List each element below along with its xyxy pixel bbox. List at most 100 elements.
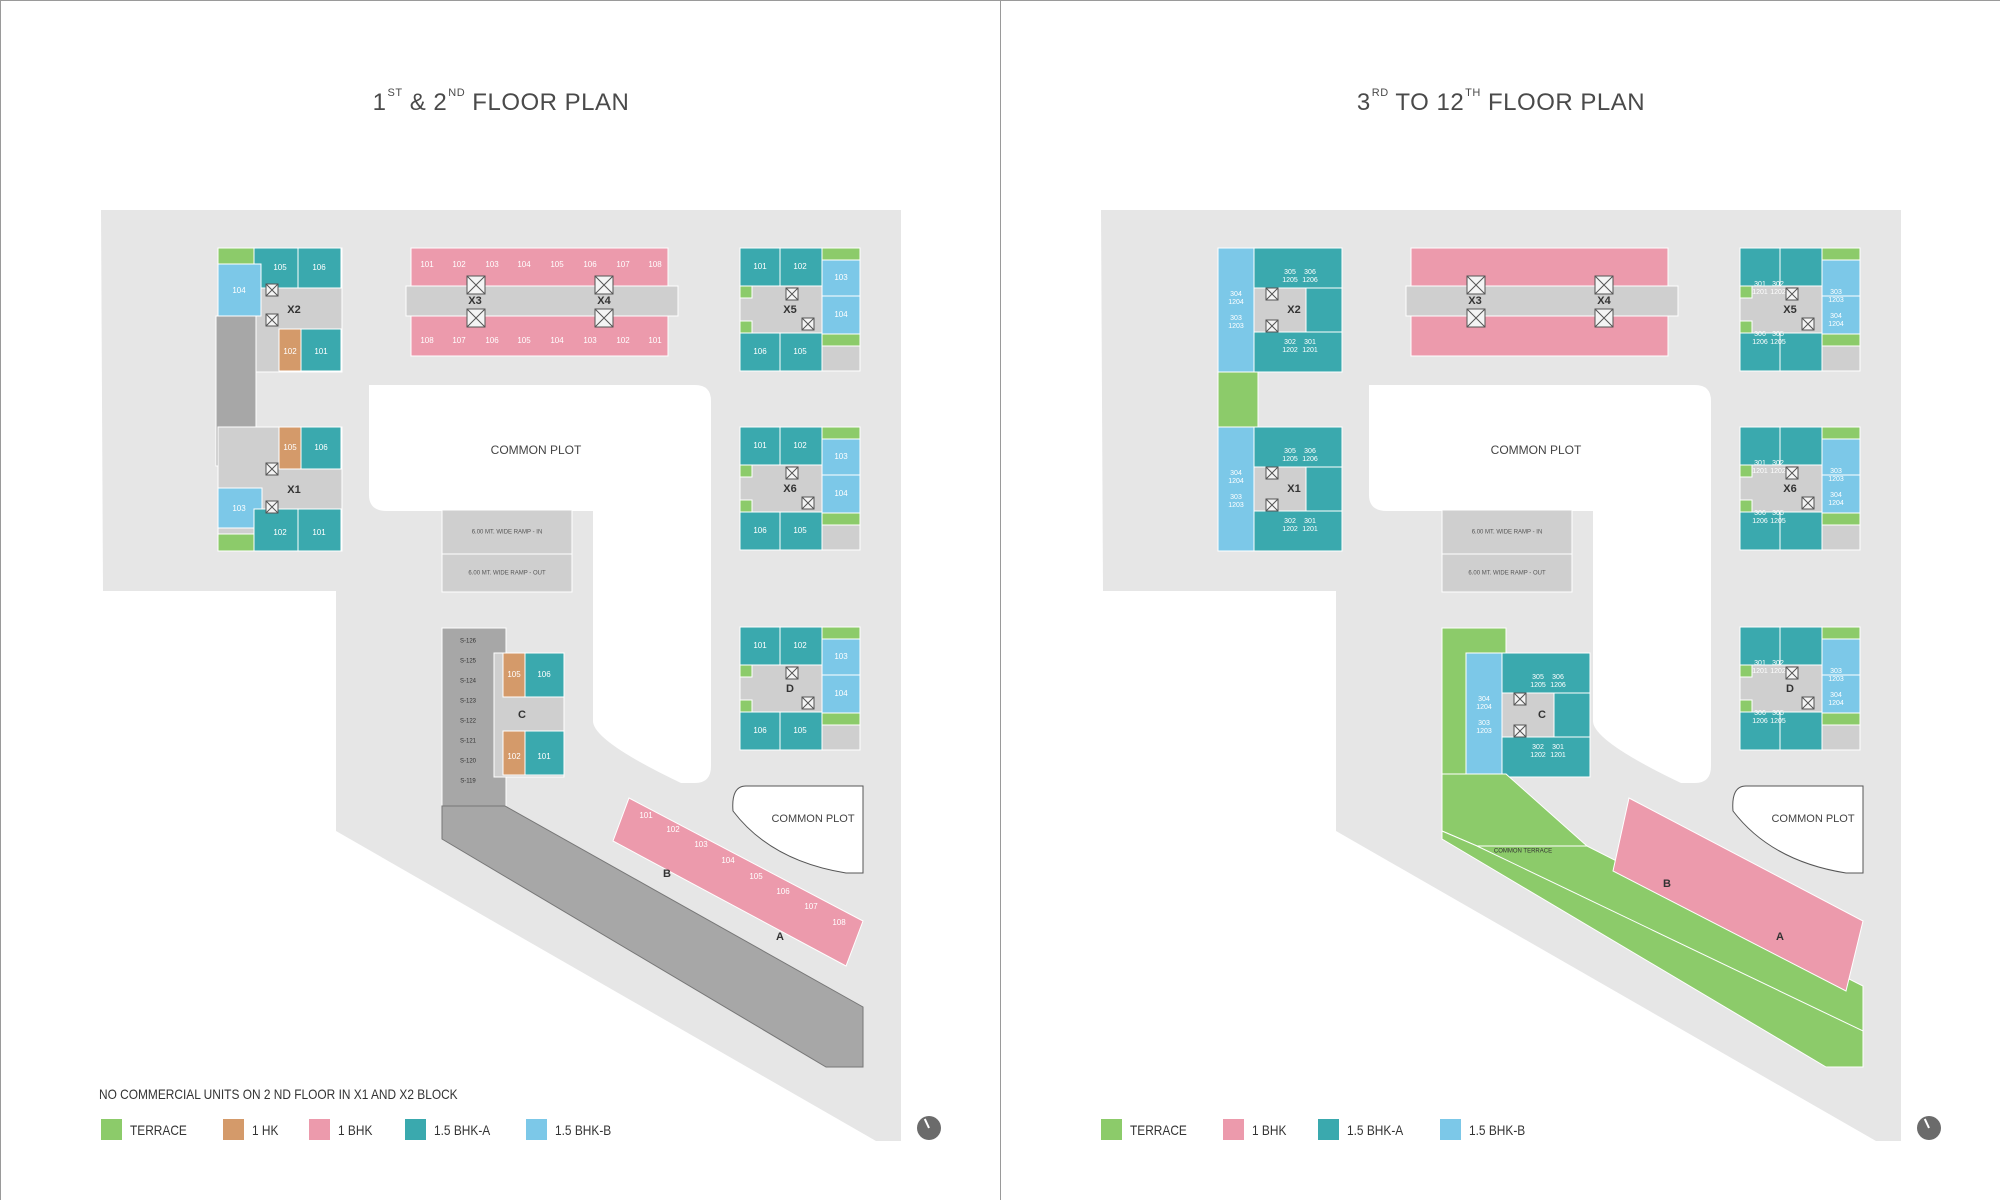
unit-1-5bhk-a [739, 426, 781, 466]
unit-number: 102 [616, 336, 630, 345]
common-plot-area [369, 385, 711, 783]
unit-number: 1203 [1228, 502, 1244, 509]
unit-number: 306 [1552, 674, 1564, 681]
unit-number: 103 [232, 504, 246, 513]
lift-cross [785, 466, 799, 480]
corridor [1405, 285, 1679, 317]
terrace [1821, 247, 1861, 261]
unit-number: 1204 [1828, 321, 1844, 328]
unit-number: 301 [1754, 460, 1766, 467]
unit-number: 106 [776, 887, 790, 896]
block-label: D [1786, 683, 1794, 695]
unit-number: 105 [793, 526, 807, 535]
legend-label: 1.5 BHK-B [554, 1121, 611, 1138]
unit-1-5bhk-b [1217, 247, 1255, 373]
lift-cross [1466, 275, 1486, 295]
legend-item: TERRACE [1101, 1119, 1197, 1140]
floor-note: NO COMMERCIAL UNITS ON 2 ND FLOOR IN X1 … [99, 1086, 458, 1102]
corridor [405, 285, 679, 317]
ramp-out-label: 6.00 MT. WIDE RAMP - OUT [1468, 571, 1546, 577]
lift-cross [265, 500, 279, 514]
block-label: D [786, 683, 794, 695]
unit-number: 105 [273, 263, 287, 272]
terrace [1739, 320, 1753, 334]
legend-swatch [1318, 1119, 1340, 1140]
small-common-plot-label: COMMON PLOT [1771, 813, 1854, 825]
ramp-in-label: 6.00 MT. WIDE RAMP - IN [1472, 530, 1543, 536]
lift-cross [1265, 319, 1279, 333]
unit-1-5bhk-b [821, 638, 861, 676]
lift-cross [594, 275, 614, 295]
unit-number: 101 [753, 641, 767, 650]
unit-number: 302 [1772, 660, 1784, 667]
block-label: X6 [783, 483, 796, 495]
legend-swatch [404, 1119, 426, 1140]
unit-1-5bhk-a [779, 626, 823, 666]
lift-cross [1513, 724, 1527, 738]
unit-1-5bhk-a [1305, 466, 1343, 512]
unit-number: 1206 [1752, 718, 1768, 725]
unit-1-5bhk-b [1465, 652, 1503, 778]
unit-number: 306 [1754, 331, 1766, 338]
legend-label: 1.5 BHK-A [1347, 1121, 1404, 1138]
legend-item: 1 HK [222, 1119, 283, 1140]
legend-swatch [1439, 1119, 1461, 1140]
legend-label: 1 BHK [338, 1121, 373, 1138]
unit-number: 304 [1478, 696, 1490, 703]
unit-number: 1203 [1828, 476, 1844, 483]
block-label: B [1663, 878, 1671, 890]
unit-number: 302 [1284, 518, 1296, 525]
lift-cross [1513, 692, 1527, 706]
block-label: X2 [287, 304, 300, 316]
shop-number: S-123 [460, 699, 477, 705]
unit-number: 101 [639, 811, 653, 820]
unit-number: 1204 [1228, 299, 1244, 306]
unit-1-5bhk-a [1779, 426, 1823, 466]
block-label: X5 [1783, 304, 1796, 316]
unit-number: 104 [834, 689, 848, 698]
legend-swatch [101, 1119, 122, 1140]
block-label: X5 [783, 304, 796, 316]
unit-number: 1205 [1770, 339, 1786, 346]
legend-swatch [1222, 1119, 1244, 1140]
unit-number: 103 [834, 452, 848, 461]
shop-number: S-125 [460, 659, 477, 665]
unit-number: 1201 [1302, 347, 1318, 354]
unit-1-5bhk-b [1821, 638, 1861, 676]
terrace [1739, 499, 1753, 513]
unit-number: 105 [507, 670, 521, 679]
terrace [1739, 464, 1753, 478]
commercial-wing [441, 805, 864, 1068]
small-common-plot-label: COMMON PLOT [771, 813, 854, 825]
unit-1-5bhk-a [1739, 711, 1781, 751]
unit-1-5bhk-b [821, 438, 861, 476]
unit-number: 106 [753, 526, 767, 535]
wing-b-a-units [612, 797, 864, 967]
lift-cross [1785, 466, 1799, 480]
block-label: X1 [287, 484, 300, 496]
lift-cross [1801, 496, 1815, 510]
unit-number: 302 [1284, 339, 1296, 346]
unit-number: 104 [232, 286, 246, 295]
small-common-plot-area [1732, 785, 1864, 874]
terrace [739, 464, 753, 478]
unit-number: 101 [753, 262, 767, 271]
unit-number: 1202 [1282, 526, 1298, 533]
terrace [821, 426, 861, 440]
unit-1-5bhk-b [1821, 674, 1861, 714]
unit-1-5bhk-a [1779, 511, 1823, 551]
block-label: X4 [597, 295, 611, 307]
unit-1-5bhk-a [1779, 332, 1823, 372]
unit-number: 1201 [1302, 526, 1318, 533]
site-plan-diagram: COMMON PLOT 6.00 MT. WIDE RAMP - IN 6.00 M… [1101, 210, 1901, 1141]
unit-number: 1205 [1770, 518, 1786, 525]
unit-number: 102 [793, 441, 807, 450]
unit-1-5bhk-a [779, 511, 823, 551]
unit-number: 106 [753, 726, 767, 735]
block-label: C [518, 709, 526, 721]
legend-item: TERRACE [101, 1119, 197, 1140]
shop-number: S-119 [460, 779, 476, 785]
unit-number: 1206 [1752, 518, 1768, 525]
unit-1-5bhk-a [1739, 626, 1781, 666]
terrace [1739, 285, 1753, 299]
